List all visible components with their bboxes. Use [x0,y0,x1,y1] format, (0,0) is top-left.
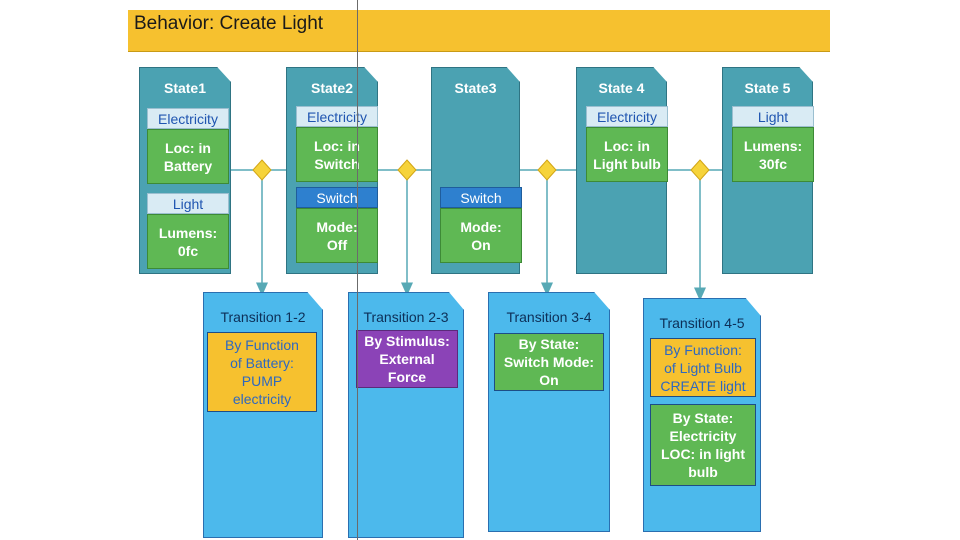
transition-title: Transition 4-5 [659,315,745,331]
attribute-label: Electricity [147,108,229,129]
transition-card-2-3: Transition 2-3 [348,292,464,538]
transition-card-1-2: Transition 1-2 [203,292,323,538]
condition-state: By State: Electricity LOC: in light bulb [650,404,756,486]
attribute-value: Loc: in Light bulb [586,127,668,182]
state-title: State1 [163,80,207,96]
diamond-4-5 [690,159,710,181]
title-bar [128,10,830,52]
attribute-label: Light [147,193,229,214]
attribute-value: Lumens: 0fc [147,214,229,269]
attribute-value: Loc: in Battery [147,129,229,184]
condition-stimulus: By Stimulus: External Force [356,330,458,388]
condition-function: By Function of Battery: PUMP electricity [207,332,317,412]
state-title: State2 [310,80,354,96]
transition-title: Transition 2-3 [363,309,449,325]
attribute-label: Switch [440,187,522,208]
condition-state: By State: Switch Mode: On [494,333,604,391]
state-title: State 5 [744,80,791,96]
diamond-3-4 [537,159,557,181]
attribute-label: Switch [296,187,378,208]
transition-title: Transition 3-4 [506,309,592,325]
diamond-2-3 [397,159,417,181]
attribute-label: Light [732,106,814,127]
page-title: Behavior: Create Light [134,13,324,34]
attribute-label: Electricity [586,106,668,127]
state-title: State3 [454,80,497,96]
vertical-divider [357,0,358,540]
attribute-value: Mode: On [440,208,522,263]
transition-title: Transition 1-2 [220,309,306,325]
diamond-1-2 [252,159,272,181]
attribute-value: Lumens: 30fc [732,127,814,182]
state-title: State 4 [598,80,645,96]
attribute-value: Mode: Off [296,208,378,263]
transition-card-3-4: Transition 3-4 [488,292,610,532]
attribute-label: Electricity [296,106,378,127]
attribute-value: Loc: in Switch [296,127,378,182]
condition-function: By Function: of Light Bulb CREATE light [650,338,756,397]
